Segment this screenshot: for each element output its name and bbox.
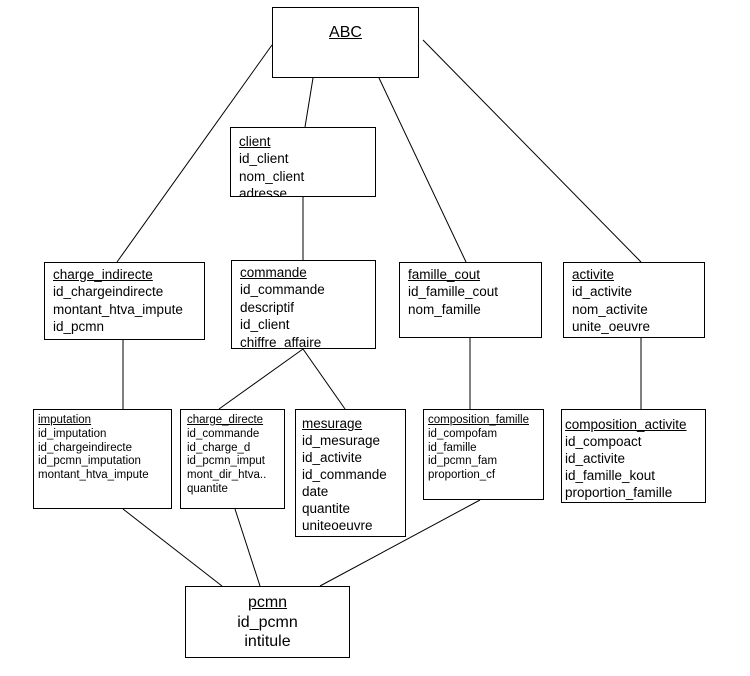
entity-composition-activite: composition_activite id_compoact id_acti…: [561, 409, 706, 503]
entity-field: id_charge_d: [187, 441, 251, 454]
link-imputation-pcmn: [122, 508, 223, 587]
entity-field: id_compofam: [428, 427, 498, 440]
entity-field: id_imputation: [38, 427, 107, 440]
entity-title: mesurage: [302, 416, 363, 431]
entity-field: uniteoeuvre: [302, 518, 373, 533]
link-abc-charge-indirecte: [116, 44, 273, 263]
entity-field: date: [302, 484, 329, 499]
entity-field: id_commande: [187, 427, 260, 440]
entity-title: composition_famille: [428, 414, 529, 426]
entity-field: unite_oeuvre: [572, 319, 651, 335]
entity-field: id_chargeindirecte: [53, 284, 164, 300]
entity-client: client id_client nom_client adresse: [230, 127, 376, 197]
entity-abc: ABC: [272, 7, 419, 78]
link-charge-directe-pcmn: [234, 508, 261, 587]
entity-activite: activite id_activite nom_activite unite_…: [563, 262, 705, 338]
entity-field: id_pcmn_imputation: [38, 455, 141, 468]
link-composition-famille-pcmn: [319, 499, 481, 587]
entity-field: id_pcmn: [53, 319, 105, 335]
entity-imputation: imputation id_imputation id_chargeindire…: [33, 409, 172, 509]
entity-title: charge_directe: [187, 414, 264, 426]
link-commande-charge-directe: [218, 348, 304, 410]
link-abc-activite: [422, 39, 642, 263]
entity-field: id_chargeindirecte: [38, 441, 132, 454]
entity-charge-directe: charge_directe id_commande id_charge_d i…: [180, 409, 285, 509]
entity-pcmn: pcmn id_pcmn intitule: [185, 586, 350, 658]
entity-title: famille_cout: [408, 267, 481, 282]
entity-field: nom_famille: [408, 301, 481, 317]
entity-famille-cout: famille_cout id_famille_cout nom_famille: [399, 262, 542, 338]
entity-field: id_famille_kout: [565, 468, 656, 483]
link-abc-client: [304, 77, 314, 128]
entity-field: id_activite: [572, 284, 633, 300]
entity-title: pcmn: [247, 594, 288, 611]
entity-title: imputation: [38, 414, 92, 426]
entity-field: quantite: [302, 501, 351, 516]
entity-field: id_commande: [240, 282, 325, 298]
entity-title: composition_activite: [565, 417, 687, 432]
entity-charge-indirecte: charge_indirecte id_chargeindirecte mont…: [44, 262, 205, 340]
entity-field: id_famille_cout: [408, 284, 499, 300]
entity-field: montant_htva_impute: [38, 469, 149, 482]
entity-field: id_client: [240, 317, 290, 333]
link-abc-famille-cout: [378, 77, 467, 263]
entity-field: id_compoact: [565, 434, 642, 449]
entity-composition-famille: composition_famille id_compofam id_famil…: [423, 409, 544, 500]
entity-field: chiffre_affaire: [240, 334, 322, 349]
entity-field: nom_client: [239, 168, 305, 184]
link-commande-mesurage: [302, 348, 346, 410]
entity-field: nom_activite: [572, 301, 648, 317]
entity-title: charge_indirecte: [53, 267, 153, 282]
entity-field: id_pcmn_fam: [428, 455, 498, 468]
entity-field: id_activite: [565, 451, 626, 466]
entity-mesurage: mesurage id_mesurage id_activite id_comm…: [295, 409, 406, 537]
entity-field: id_commande: [302, 467, 387, 482]
entity-field: adresse: [239, 186, 288, 197]
entity-field: intitule: [244, 633, 291, 650]
entity-field: id_pcmn: [237, 613, 298, 631]
entity-field: id_mesurage: [302, 433, 381, 448]
entity-commande: commande id_commande descriptif id_clien…: [231, 260, 376, 349]
entity-title: client: [239, 134, 271, 149]
entity-field: id_activite: [302, 450, 363, 465]
entity-field: montant_htva_impute: [53, 301, 183, 317]
entity-field: id_client: [239, 151, 289, 167]
entity-field: mont_dir_htva..: [187, 469, 267, 482]
entity-field: descriptif: [240, 299, 295, 315]
entity-field: id_pcmn_imput: [187, 455, 265, 468]
entity-field: proportion_cf: [428, 469, 496, 482]
entity-field: proportion_famille: [565, 485, 673, 500]
entity-title: activite: [572, 267, 615, 282]
entity-field: id_famille: [428, 441, 477, 454]
entity-title: commande: [240, 265, 307, 280]
entity-field: quantite: [187, 482, 228, 495]
entity-title: ABC: [329, 24, 362, 41]
